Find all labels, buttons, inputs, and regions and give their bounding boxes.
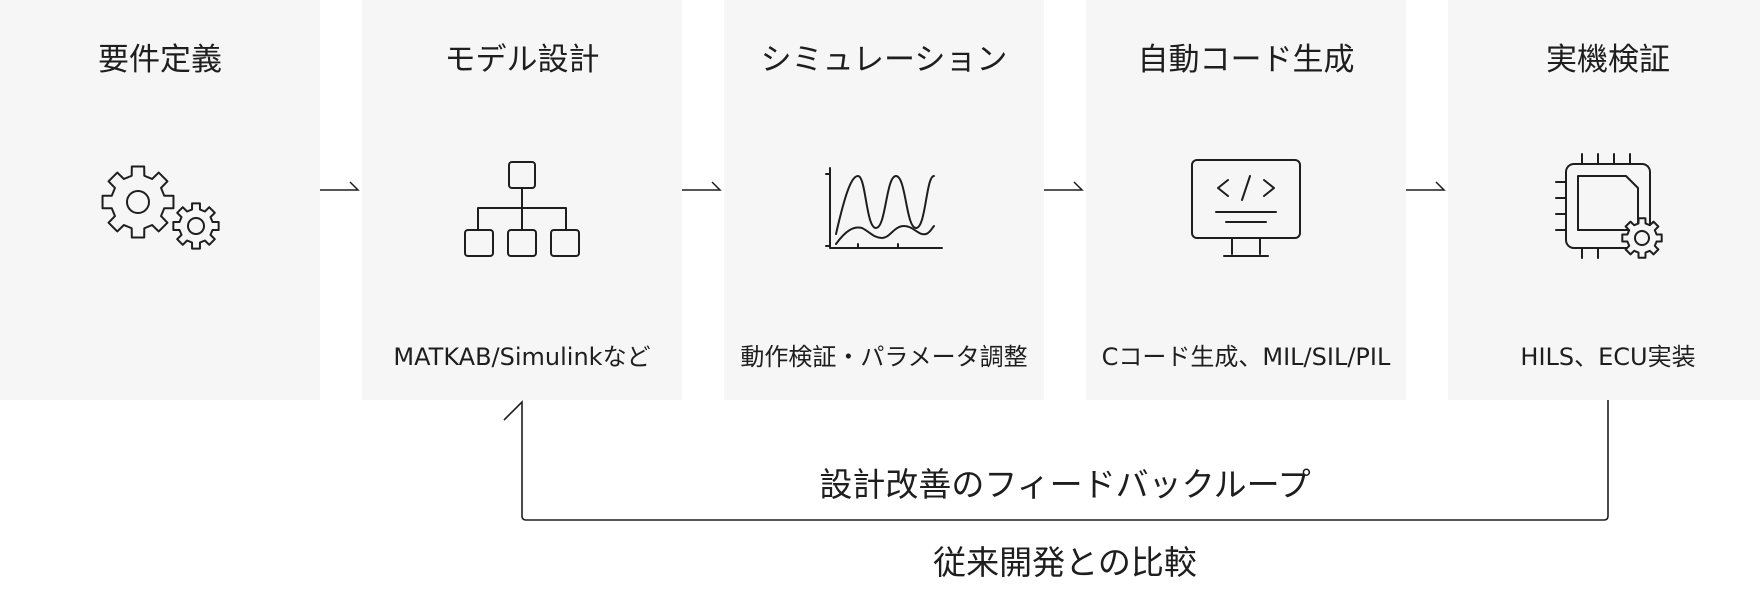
step-card-code-generation: 自動コード生成 Cコード生成、MIL/SIL/PIL <box>1086 0 1406 400</box>
flow-arrow <box>1044 178 1084 202</box>
step-card-model-design: モデル設計 MATKAB/Simulinkなど <box>362 0 682 400</box>
code-monitor-icon <box>1186 130 1306 270</box>
step-title: シミュレーション <box>760 42 1008 78</box>
diagram-caption: 従来開発との比較 <box>933 543 1197 582</box>
chip-gear-icon <box>1548 130 1668 270</box>
step-title: 要件定義 <box>98 42 222 78</box>
waveform-chart-icon <box>824 130 944 270</box>
step-title: 自動コード生成 <box>1137 42 1355 78</box>
step-title: モデル設計 <box>444 42 600 78</box>
step-title: 実機検証 <box>1546 42 1670 78</box>
step-subtitle: 動作検証・パラメータ調整 <box>740 343 1028 371</box>
feedback-loop-label: 設計改善のフィードバックループ <box>819 465 1311 504</box>
flow-arrow <box>1406 178 1446 202</box>
step-subtitle: MATKAB/Simulinkなど <box>393 343 651 371</box>
flow-arrow <box>682 178 722 202</box>
step-subtitle: Cコード生成、MIL/SIL/PIL <box>1101 343 1391 371</box>
step-card-hardware-verification: 実機検証 HILS、ECU実装 <box>1448 0 1760 400</box>
step-card-simulation: シミュレーション 動作検証・パラメータ調整 <box>724 0 1044 400</box>
step-subtitle: HILS、ECU実装 <box>1520 343 1696 371</box>
step-card-requirements: 要件定義 <box>0 0 320 400</box>
hierarchy-icon <box>462 130 582 270</box>
gears-icon <box>100 130 220 270</box>
flow-arrow <box>320 178 360 202</box>
